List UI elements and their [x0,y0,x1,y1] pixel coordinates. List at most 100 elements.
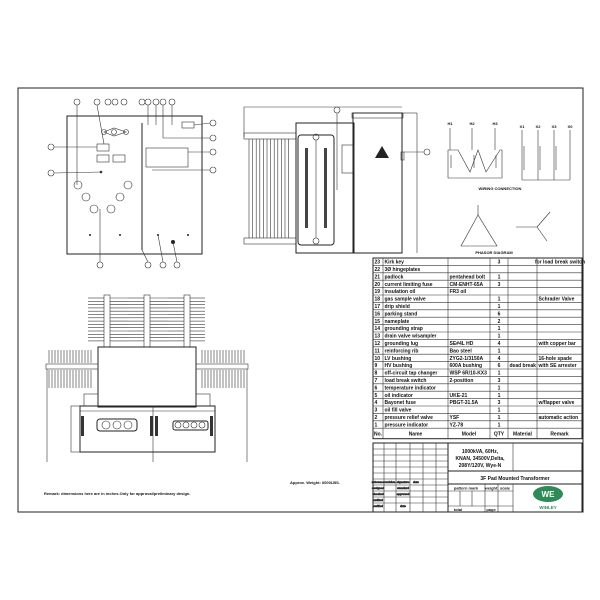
bom-cell: 6 [498,311,501,317]
bom-cell: with copper bar [538,341,576,347]
terminal-x1: X1 [520,124,526,129]
bom-row: 4 Bayonet fuse PBGT-31.5A 3 w/flapper valve [373,400,582,407]
wiring-connection: H1 H2 H3 X1 X2 X3 X0 WIRING CONNECTION P… [447,121,573,255]
bom-cell: WSP 6R/10-KX3 [450,371,488,377]
terminal-x3: X3 [552,124,558,129]
bom-cell: 1 [498,274,501,280]
bom-cell: 2-position [450,378,474,384]
scale-label: scale [500,486,511,491]
wiring-title: WIRING CONNECTION [479,186,522,191]
title-block-label: reference [372,480,385,484]
bom-cell: 3 [498,378,501,384]
spec-line-2: KNAN, 34500V,Delta, [455,456,505,462]
bom-cell: YSF [450,415,460,421]
title-block-label: date [400,504,406,508]
bom-cell: 3 [375,408,378,414]
bom-cell: 1 [498,408,501,414]
bom-cell: 16-hole spade [539,356,573,362]
bom-cell: current limiting fuse [385,282,433,288]
bom-cell: temperature indicator [385,385,436,391]
title-block-label: verified [373,504,383,508]
bom-cell: with SE arrester [538,363,577,369]
bom-cell: 1 [498,304,501,310]
bom-cell: 11 [375,348,381,354]
terminal-h3: H3 [492,121,498,126]
terminal-h1: H1 [447,121,453,126]
bom-cell: 3 [498,400,501,406]
bom-cell: 22 [375,267,381,273]
bom-cell: 1 [498,415,501,421]
weight-label: weight [484,486,498,491]
bom-cell: 8 [375,371,378,377]
warning-sign-icon [375,146,389,158]
bom-cell: SE#4L HD [450,341,474,347]
bom-cell: YZ-78 [450,422,464,428]
bom-cell: oil indicator [385,393,413,399]
front-view [47,98,217,269]
phasor-title: PHASOR DIAGRAM [475,250,513,255]
bom-cell: reinforcing rib [385,348,419,354]
bom-cell: ZYG2-1/3150A [450,356,484,362]
bom-cell: 10 [375,356,381,362]
bom-cell: CM-ENHT-65A [450,282,484,288]
bom-cell: FR3 oil [450,289,467,295]
side-view [243,106,431,254]
bom-cell: 13 [375,334,381,340]
bom-cell: insulation oil [385,289,416,295]
bom-cell: Bao steel [450,348,473,354]
title-block-label: date [413,480,419,484]
bom-cell: Bayonet fuse [385,400,417,406]
bom-cell: 1 [498,334,501,340]
bom-cell: 5 [375,393,378,399]
bom-cell: 1 [498,371,501,377]
bom-cell: Schrader Valve [539,297,575,303]
bom-cell: 2 [375,415,378,421]
bom-cell: 9 [375,363,378,369]
bom-cell: pentahead bolt [450,274,486,280]
terminal-h2: H2 [469,121,475,126]
bom-cell: 3Ø hingeplates [385,267,421,273]
terminal-x0: X0 [568,124,574,129]
bom-cell: grounding strap [385,326,423,332]
bom-cell: load break switch [385,378,427,384]
top-view [45,294,249,462]
bom-cell: w/flapper valve [538,400,575,406]
bom-cell: pressure relief valve [385,415,434,421]
terminal-x2: X2 [536,124,542,129]
title-block-label: approved [397,492,410,496]
bom-header: Material [513,432,533,438]
bom-cell: 1 [498,326,501,332]
bom-cell: nameplate [385,319,410,325]
bom-cell: PBGT-31.5A [450,400,479,406]
hv-bushings [73,170,133,214]
bom-cell: 3 [498,260,501,266]
bom-cell: 4 [375,400,378,406]
drawing-frame [17,87,584,513]
bom-cell: parking stand [385,311,418,317]
title-block-label: designed [372,486,385,490]
bom-cell: 1 [498,422,501,428]
title-block-label: revision [385,480,396,484]
company-logo: WE WINLEY [533,486,563,510]
bom-cell: oil fill valve [385,408,412,414]
title-block-label: checked [372,492,383,496]
bom-cell: 2 [498,319,501,325]
spec-line-3: 208Y/120V, Wye-N [459,463,502,469]
bom-cell: HV bushing [385,363,413,369]
